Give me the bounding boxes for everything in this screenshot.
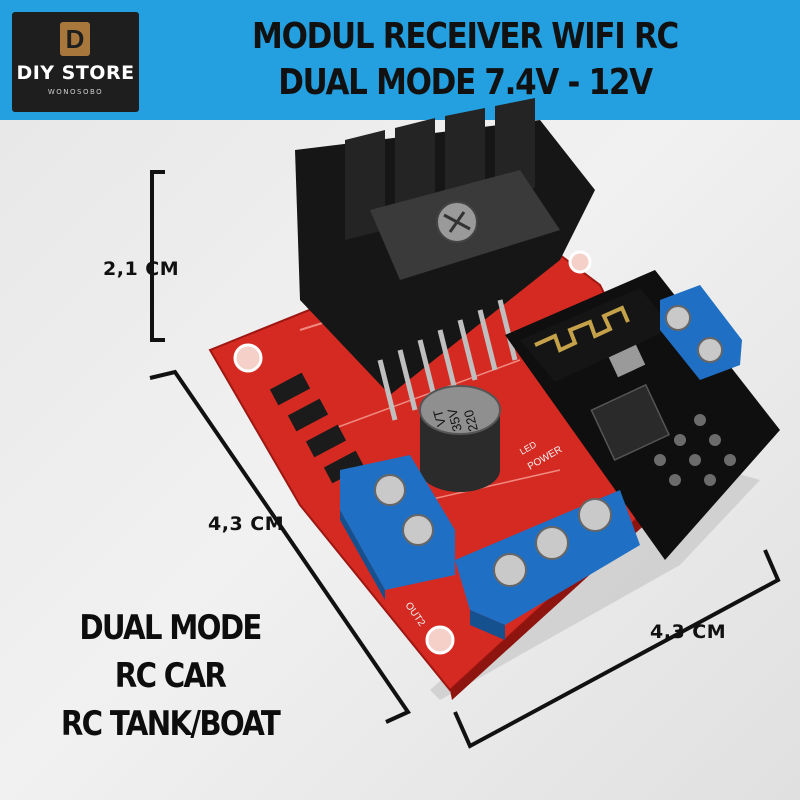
ic-pins — [377, 299, 518, 421]
capacitor-voltage: 35V — [444, 407, 465, 434]
capacitor: 220 35V VT — [419, 385, 501, 492]
terminal-screw — [374, 474, 406, 506]
feature-line-1: DUAL MODE — [79, 608, 262, 648]
height-dimension-label: 2,1 CM — [103, 258, 180, 280]
pcb-antenna — [534, 305, 630, 353]
wifi-chip — [590, 383, 671, 462]
title-line-1: MODUL RECEIVER WIFI RC — [252, 16, 679, 57]
terminal-screw — [535, 526, 569, 560]
mounting-hole — [425, 625, 455, 655]
store-logo: D DIY STORE WONOSOBO — [12, 12, 139, 112]
capacitor-code: VT — [430, 408, 449, 428]
terminal-block-right — [660, 285, 742, 380]
mounting-hole — [233, 343, 263, 373]
terminal-block-bottom — [455, 490, 640, 640]
product-title: MODUL RECEIVER WIFI RC DUAL MODE 7.4V - … — [220, 14, 710, 106]
capacitor-value: 220 — [461, 408, 481, 433]
store-name: DIY STORE — [16, 62, 135, 84]
terminal-screw — [402, 514, 434, 546]
terminal-screw — [578, 498, 612, 532]
logo-letter: D — [60, 22, 90, 56]
terminal-screw — [665, 305, 691, 331]
terminal-screw — [697, 337, 723, 363]
width-dimension-label-left: 4,3 CM — [208, 513, 285, 535]
terminal-screw — [493, 553, 527, 587]
diode-row — [269, 372, 365, 484]
width-bracket-left — [149, 369, 411, 724]
feature-line-3: RC TANK/BOAT — [60, 704, 281, 744]
height-bracket — [150, 170, 165, 342]
store-location: WONOSOBO — [47, 88, 104, 96]
width-bracket-right — [453, 549, 781, 749]
width-dimension-label-right: 4,3 CM — [650, 621, 727, 643]
mounting-hole — [568, 250, 592, 274]
feature-line-2: RC CAR — [114, 656, 227, 696]
title-line-2: DUAL MODE 7.4V - 12V — [278, 62, 653, 103]
heatsink — [295, 98, 595, 395]
terminal-block-left — [340, 455, 455, 600]
feature-list: DUAL MODE RC CAR RC TANK/BOAT — [41, 604, 299, 748]
